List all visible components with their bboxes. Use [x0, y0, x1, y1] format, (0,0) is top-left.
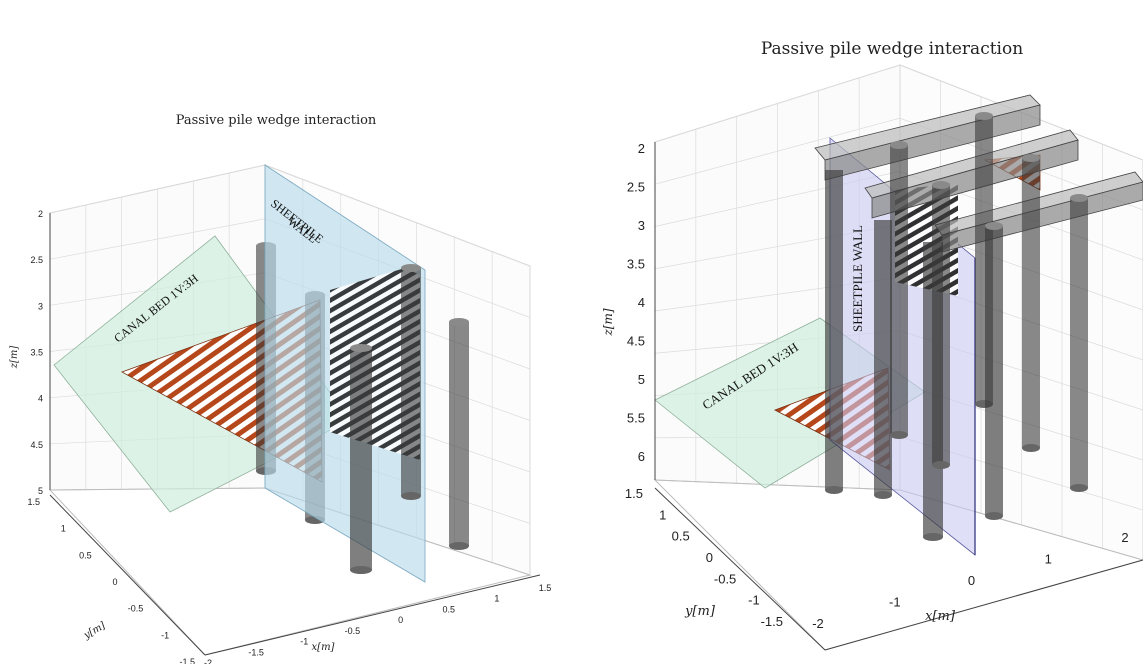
- right-pile: [932, 181, 950, 469]
- left-pile: [449, 318, 469, 550]
- left-x-tick-label: -0.5: [345, 626, 361, 636]
- right-x-ticks: -2 -1 0 1 2: [812, 530, 1128, 631]
- left-y-tick-label: 1: [61, 524, 66, 534]
- right-chart-title: Passive pile wedge interaction: [761, 39, 1023, 59]
- right-y-axis-line: [654, 487, 826, 651]
- left-y-tick-label: 0.5: [79, 550, 92, 560]
- right-z-tick-label: 2.5: [627, 180, 645, 195]
- left-y-tick-label: -1.5: [179, 657, 195, 664]
- right-z-tick-label: 4.5: [627, 334, 645, 349]
- right-y-tick-label: 1: [659, 507, 666, 522]
- right-x-tick-label: 1: [1045, 552, 1052, 567]
- left-z-tick-label: 2.5: [30, 255, 43, 265]
- left-y-tick-label: 1.5: [27, 497, 40, 507]
- right-x-tick-label: 0: [968, 573, 975, 588]
- left-z-label: z[m]: [9, 346, 20, 370]
- left-x-ticks: -2 -1.5 -1 -0.5 0 0.5 1 1.5: [204, 583, 551, 664]
- right-floor: [653, 479, 1143, 651]
- right-y-ticks: 1.5 1 0.5 0-0.5 -1-1.5: [625, 486, 783, 629]
- right-z-tick-label: 3: [638, 218, 645, 233]
- left-y-tick-label: 0: [112, 577, 117, 587]
- left-z-tick-label: 2: [38, 209, 43, 219]
- left-y-label: y[m]: [81, 620, 107, 642]
- right-z-tick-label: 6: [638, 449, 645, 464]
- right-pile: [1022, 154, 1040, 452]
- left-y-axis-line: [49, 494, 206, 656]
- left-y-tick-label: -0.5: [128, 604, 144, 614]
- left-y-tick-label: -1: [161, 630, 169, 640]
- left-x-tick-label: 0: [398, 615, 403, 625]
- right-z-tick-label: 5.5: [627, 411, 645, 426]
- left-z-tick-label: 4: [38, 394, 43, 404]
- left-x-tick-label: 1.5: [539, 583, 552, 593]
- right-pile: [1070, 194, 1088, 492]
- left-z-tick-label: 4.5: [30, 440, 43, 450]
- left-x-axis-line: [204, 574, 541, 656]
- right-z-ticks: 2 2.5 3 3.5 4 4.5 5 5.5 6: [627, 141, 645, 464]
- right-pile: [825, 170, 843, 494]
- left-chart-title: Passive pile wedge interaction: [176, 113, 377, 128]
- left-pile: [401, 264, 421, 500]
- left-z-tick-label: 5: [38, 486, 43, 496]
- left-x-label: x[m]: [312, 642, 335, 653]
- left-z-tick-label: 3: [38, 301, 43, 311]
- right-x-axis-line: [824, 559, 1143, 651]
- left-x-tick-label: -1: [300, 637, 308, 647]
- right-sheetpile-label: SHEETPILE WALL: [850, 225, 865, 332]
- right-y-tick-label: -0.5: [714, 571, 736, 586]
- right-x-tick-label: -1: [889, 595, 901, 610]
- left-x-tick-label: 1: [494, 594, 499, 604]
- right-z-label: z[m]: [601, 308, 615, 336]
- right-x-label: x[m]: [925, 609, 956, 624]
- left-z-ticks: 2 2.5 3 3.5 4 4.5 5: [30, 209, 43, 496]
- right-z-tick-label: 5: [638, 372, 645, 387]
- left-pile: [350, 344, 372, 574]
- right-y-tick-label: 0: [706, 550, 713, 565]
- left-z-tick-label: 3.5: [30, 348, 43, 358]
- right-y-tick-label: 1.5: [625, 486, 643, 501]
- right-y-tick-label: 0.5: [672, 529, 690, 544]
- right-chart: Passive pile wedge interaction 2 2.5 3 3.5 4…: [601, 39, 1143, 651]
- left-x-tick-label: -2: [204, 658, 212, 664]
- right-y-tick-label: -1: [748, 593, 760, 608]
- right-x-tick-label: 2: [1121, 530, 1128, 545]
- left-x-tick-label: -1.5: [248, 647, 264, 657]
- right-z-tick-label: 2: [638, 141, 645, 156]
- right-z-tick-label: 4: [638, 295, 645, 310]
- right-y-tick-label: -1.5: [761, 614, 783, 629]
- right-z-tick-label: 3.5: [627, 257, 645, 272]
- left-y-ticks: 1.5 1 0.5 0 -0.5 -1 -1.5: [27, 497, 195, 664]
- left-x-tick-label: 0.5: [442, 604, 455, 614]
- right-y-label: y[m]: [684, 604, 716, 619]
- left-chart: Passive pile wedge interaction 2 2.5 3 3.5 4…: [9, 113, 551, 664]
- right-pile: [985, 222, 1003, 520]
- right-pile: [874, 220, 892, 499]
- right-x-tick-label: -2: [812, 616, 824, 631]
- right-pile: [890, 141, 908, 439]
